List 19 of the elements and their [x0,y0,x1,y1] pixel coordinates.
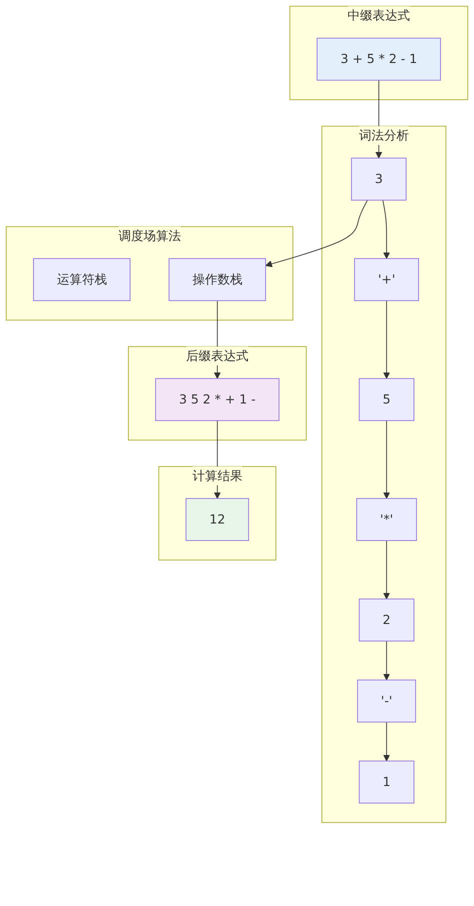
node-box: 1 [358,760,414,804]
node-box: 运算符栈 [33,258,130,302]
node-box: 3 [351,158,407,201]
node-box: 3 5 2 * + 1 - [155,378,280,421]
arrow [383,722,390,762]
node-box: 5 [358,378,414,421]
arrow [383,540,390,600]
arrow [383,420,390,499]
arrow [265,200,368,268]
arrow [383,640,390,680]
arrow [382,200,390,259]
node-box: 3 + 5 * 2 - 1 [316,38,441,81]
node-box: 12 [186,498,249,541]
node-box: 操作数栈 [168,258,266,302]
node-box: 2 [358,598,414,642]
node-box: '*' [356,498,417,541]
node-box: '+' [354,258,419,302]
arrow [383,300,390,379]
node-box: '-' [357,680,416,722]
